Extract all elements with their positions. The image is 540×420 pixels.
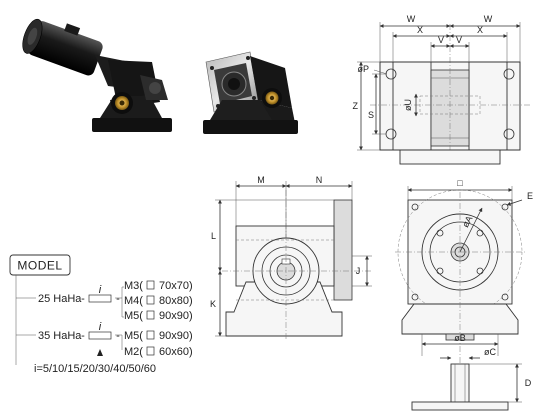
option-code: M3(: [124, 280, 143, 292]
ratio-slot-box: [88, 294, 112, 303]
dim-label-k: K: [210, 299, 216, 309]
dim-label-x-right: X: [477, 25, 483, 35]
series-code: 25 HaHa: [38, 293, 82, 305]
dim-label-b: øB: [454, 333, 466, 343]
option-code: M2(: [124, 346, 143, 358]
option-size: 60x60): [159, 346, 193, 358]
series-separator: -: [81, 293, 85, 305]
series-code: 35 HaHa: [38, 330, 82, 342]
dim-label-w-right: W: [484, 14, 493, 24]
side-view-drawing: [215, 181, 372, 340]
dim-label-w-left: W: [407, 14, 416, 24]
dim-label-d: D: [525, 378, 532, 388]
option-checkbox: [146, 280, 155, 290]
option-code: M5(: [124, 330, 143, 342]
option-code: M5(: [124, 310, 143, 322]
option-checkbox: [146, 295, 155, 305]
dim-label-m: M: [257, 175, 265, 185]
option-size: 70x70): [159, 280, 193, 292]
gearbox-photo: [203, 51, 298, 134]
model-code-panel: MODEL 25 HaHa - i - M3( 70x70) M4( 80x80…: [9, 254, 193, 375]
ratio-list: i=5/10/15/20/30/40/50/60: [34, 363, 156, 375]
series-25-options: M3( 70x70) M4( 80x80) M5( 90x90): [124, 280, 193, 322]
dim-label-square: □: [457, 178, 463, 188]
dim-label-n: N: [316, 175, 323, 185]
series-35: 35 HaHa - i -: [38, 321, 123, 356]
series-25: 25 HaHa - i -: [38, 284, 124, 318]
side-view-labels: M N L K J: [210, 175, 360, 309]
model-title-box: [9, 254, 71, 276]
option-code: M4(: [124, 295, 143, 307]
ratio-slot-box: [88, 331, 112, 340]
dim-label-c: øC: [484, 347, 496, 357]
front-view-labels: □ E øA øB øC D: [454, 178, 533, 388]
option-checkbox: [146, 346, 155, 356]
ratio-variable: i: [99, 321, 102, 333]
option-size: 80x80): [159, 295, 193, 307]
dim-label-v-left: V: [438, 35, 444, 45]
option-checkbox: [146, 330, 155, 340]
dim-label-l: L: [211, 231, 216, 241]
top-view-drawing: [357, 22, 530, 165]
dim-label-p: øP: [357, 64, 369, 74]
model-title: MODEL: [17, 259, 62, 273]
dim-label-z: Z: [353, 101, 359, 111]
dim-label-a: øA: [460, 214, 474, 229]
dim-label-u: øU: [403, 99, 413, 111]
dim-label-x-left: X: [417, 25, 423, 35]
dim-label-e: E: [527, 191, 533, 201]
pointer-triangle-icon: [97, 349, 103, 356]
option-size: 90x90): [159, 330, 193, 342]
dim-label-j: J: [356, 266, 361, 276]
front-view-drawing: [395, 186, 526, 411]
top-view-labels: W W X X V V øP Z S øU: [353, 14, 493, 120]
ratio-variable: i: [99, 284, 102, 296]
gear-motor-photo: [22, 18, 172, 132]
series-separator: -: [81, 330, 85, 342]
dim-label-v-right: V: [456, 35, 462, 45]
option-size: 90x90): [159, 310, 193, 322]
series-separator-2: -: [116, 330, 120, 342]
series-separator-2: -: [116, 293, 120, 305]
option-checkbox: [146, 310, 155, 320]
dim-label-s: S: [368, 110, 374, 120]
series-35-options: M5( 90x90) M2( 60x60): [124, 330, 193, 358]
